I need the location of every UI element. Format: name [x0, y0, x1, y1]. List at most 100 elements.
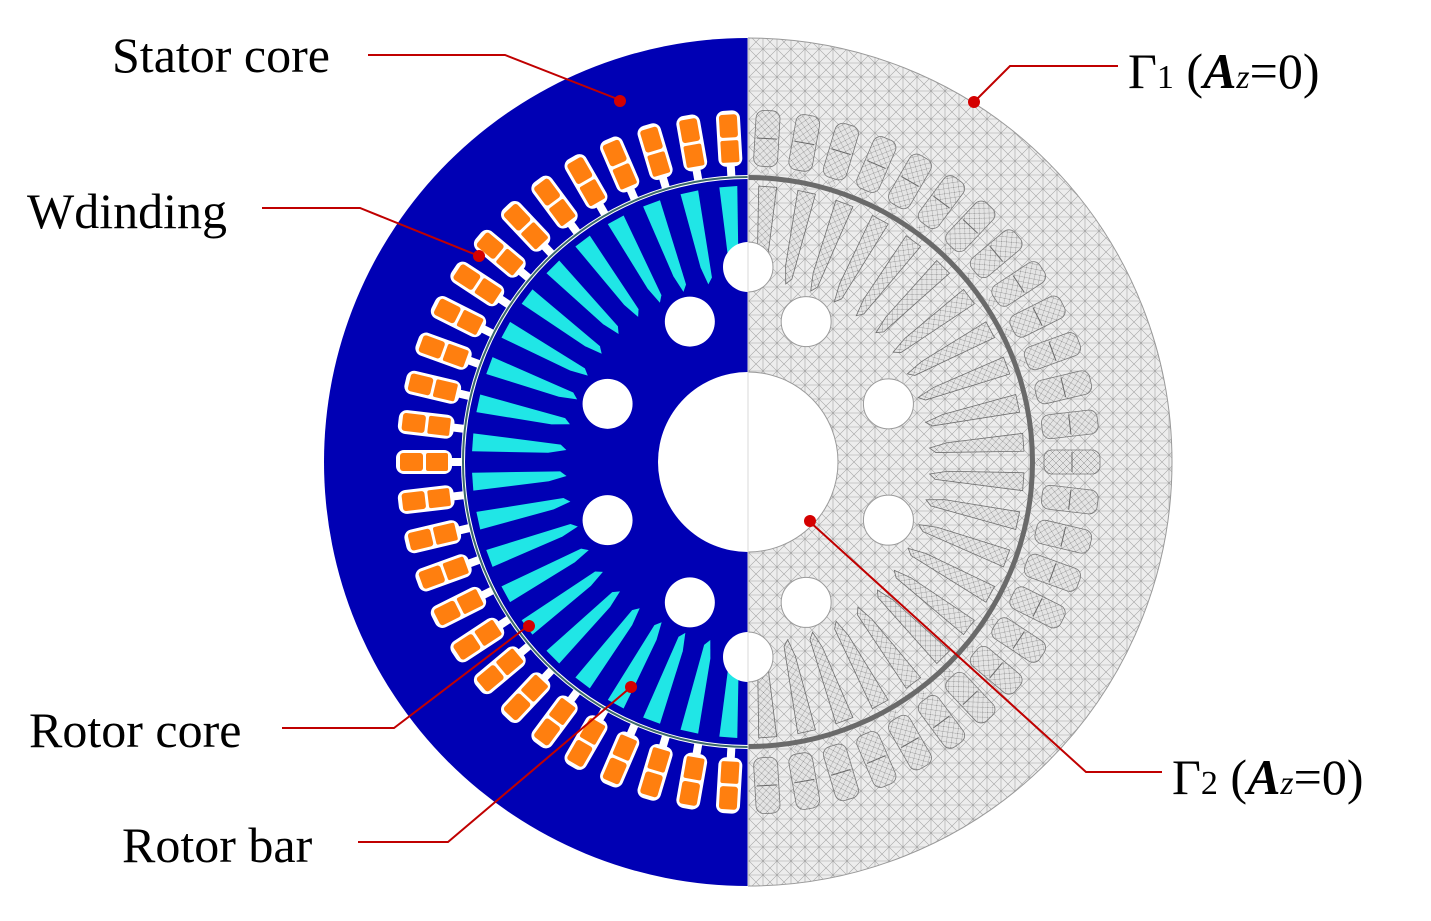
rotor-bar: [472, 471, 567, 491]
rotor-core-marker: [523, 620, 535, 632]
winding-coil-outer: [534, 718, 560, 746]
rotor-bar-shape: [680, 190, 712, 285]
winding-coil-inner: [720, 761, 740, 784]
rotor-bar: [917, 356, 1011, 401]
rotor-bar-leader: [358, 686, 632, 843]
rotor-bar-shape: [928, 432, 1025, 453]
winding-layer-divider: [866, 160, 886, 169]
rotor-bar: [680, 640, 711, 734]
stator-slot: [501, 201, 559, 262]
winding-coil-outer: [401, 491, 426, 512]
winding-coil-outer: [503, 203, 531, 231]
rotor-bar-mesh: [756, 185, 1025, 739]
rotor-bar: [855, 235, 922, 317]
rotor-bar: [875, 259, 951, 334]
rotor-bar-shape: [486, 523, 578, 567]
winding-coil-outer: [567, 157, 593, 184]
shaft-bore: [658, 372, 748, 552]
rotor-bar: [833, 214, 889, 303]
rotor-bar: [834, 620, 889, 710]
rotor-bar: [607, 622, 662, 709]
rotor-bar: [546, 591, 621, 664]
rotor-bar-shape: [575, 235, 639, 317]
winding-coil-outer: [718, 114, 738, 138]
gamma1-label: Γ1 (Az=0): [1128, 43, 1320, 99]
stator-slot: [676, 737, 708, 810]
shaft-hole: [582, 495, 633, 546]
rotor-bar-shape: [834, 620, 889, 710]
colored-material-half: [324, 38, 748, 886]
rotor-bar-shape: [607, 215, 662, 303]
winding-layer-divider: [1032, 598, 1043, 617]
rotor-bar: [643, 200, 687, 292]
rotor-bar-shape: [521, 571, 603, 635]
stator-slot: [404, 370, 477, 404]
shaft-hole: [582, 378, 633, 429]
shaft-holes: [582, 242, 748, 682]
winding-coil-inner: [426, 453, 448, 471]
rotor-bar: [501, 548, 589, 603]
winding-coil-outer: [407, 373, 434, 396]
shaft-hole: [723, 632, 748, 682]
shaft-hole-outlines: [748, 241, 914, 683]
winding-layer-divider: [901, 737, 919, 749]
winding-coil-inner: [647, 747, 671, 773]
winding-layer-divider: [1060, 377, 1067, 398]
winding-layer-divider: [962, 219, 978, 234]
winding-layer-divider: [1012, 275, 1025, 293]
winding-layer-divider: [1060, 526, 1067, 547]
rotor-bar: [501, 321, 588, 376]
winding-layer-divider: [1012, 631, 1025, 649]
rotor-bar-shape: [783, 638, 816, 735]
stator-slots: [396, 110, 743, 814]
stator-slot: [430, 296, 500, 340]
winding-coil-inner: [647, 151, 671, 177]
shaft-hole: [664, 577, 715, 628]
rotor-bar: [785, 189, 816, 285]
winding-coil-outer: [640, 771, 663, 798]
rotor-bar: [810, 199, 854, 292]
winding-layer-divider: [901, 175, 919, 187]
winding-leader: [262, 207, 480, 257]
winding-coil-inner: [474, 278, 502, 304]
gamma2-marker: [804, 515, 816, 527]
winding-coil-inner: [720, 140, 740, 163]
shaft-hole: [723, 242, 748, 292]
rotor-bar-shape: [917, 356, 1011, 401]
rotor-bar: [472, 433, 567, 453]
winding-coil-outer: [718, 786, 738, 810]
stator-slot: [404, 520, 477, 554]
winding-layer-divider: [831, 769, 851, 776]
rotor-bar: [907, 547, 996, 603]
winding-layer-divider: [989, 662, 1004, 679]
rotor-bar: [643, 632, 686, 724]
stator-slot: [753, 109, 781, 183]
stator-slot: [600, 717, 641, 788]
rotor-bar-shape: [472, 433, 567, 453]
winding-coil-inner: [683, 756, 705, 781]
rotor-bar: [521, 289, 602, 354]
stator-slot: [531, 684, 585, 749]
winding-coil-outer: [453, 264, 481, 290]
rotor-bar: [575, 608, 640, 689]
winding-coil-inner: [474, 620, 502, 646]
stator-slot: [415, 554, 487, 592]
rotor-bar-marker: [625, 681, 637, 693]
stator-slot: [1009, 553, 1082, 592]
winding-coil-inner: [433, 379, 458, 402]
rotor-bar: [918, 524, 1011, 568]
rotor-bar-shape: [501, 321, 588, 376]
rotor-bars: [472, 186, 739, 738]
winding-coil-inner: [456, 310, 484, 335]
winding-coil-outer: [602, 139, 627, 167]
mesh-half: [748, 37, 1173, 887]
winding-coil-inner: [549, 698, 576, 725]
winding-layer-divider: [989, 245, 1004, 262]
rotor-bar: [486, 523, 578, 567]
winding-coil-outer: [476, 665, 504, 692]
air-gap-outline: [462, 176, 748, 748]
rotor-bar-shape: [857, 606, 922, 689]
gamma2-label: Γ2 (Az=0): [1172, 749, 1364, 805]
winding-layer-divider: [1068, 414, 1072, 435]
winding-coil-inner: [579, 179, 606, 206]
